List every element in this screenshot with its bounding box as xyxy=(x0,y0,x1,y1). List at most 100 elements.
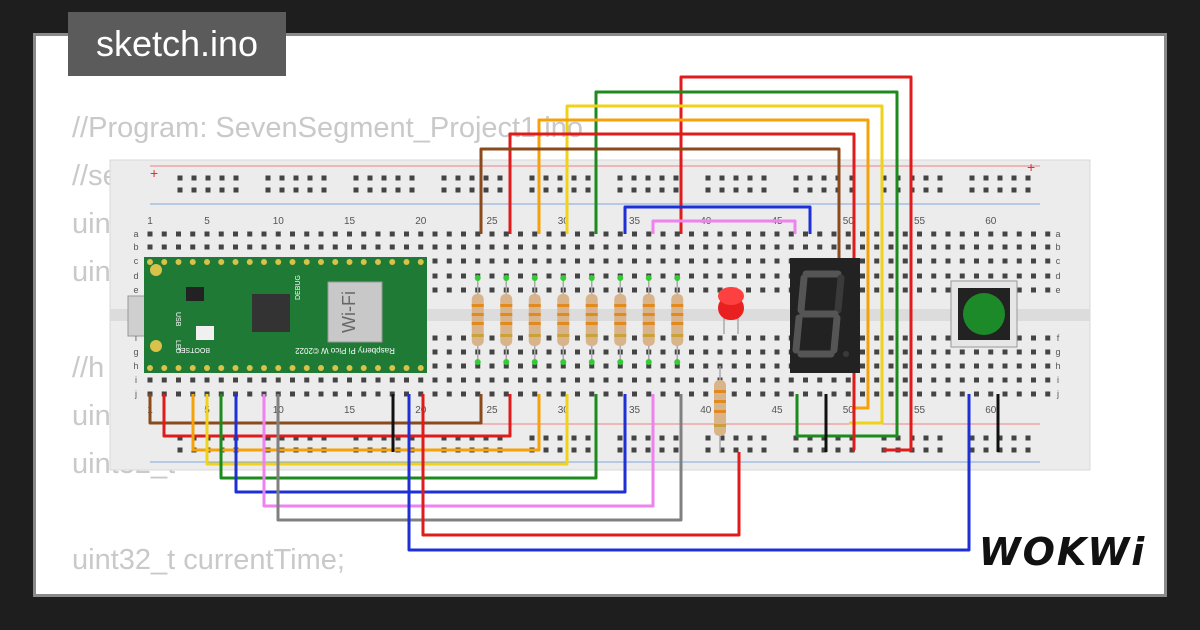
breadboard-hole xyxy=(931,391,937,397)
breadboard-hole xyxy=(988,244,994,250)
resistor-band xyxy=(714,410,726,413)
row-letter: f xyxy=(135,333,138,343)
breadboard-hole xyxy=(931,258,937,264)
breadboard-hole xyxy=(575,273,580,279)
breadboard-hole xyxy=(575,335,580,341)
breadboard-hole xyxy=(261,231,267,237)
breadboard-hole xyxy=(902,231,908,237)
breadboard-hole xyxy=(432,231,438,237)
seven-segment-display[interactable] xyxy=(790,258,860,373)
breadboard-hole xyxy=(988,349,994,355)
breadboard-hole xyxy=(432,244,438,250)
wire xyxy=(421,394,741,537)
breadboard-hole xyxy=(660,244,666,250)
rail-hole xyxy=(265,187,271,193)
breadboard-hole xyxy=(432,349,438,355)
rail-hole xyxy=(997,435,1003,441)
breadboard-hole xyxy=(646,258,652,264)
breadboard-hole xyxy=(945,244,951,250)
rail-hole xyxy=(543,187,549,193)
components xyxy=(471,275,744,452)
breadboard-hole xyxy=(418,391,424,397)
breadboard-hole xyxy=(860,231,865,237)
column-number: 50 xyxy=(843,405,855,416)
breadboard-hole xyxy=(432,258,438,264)
breadboard-hole xyxy=(432,287,438,293)
resistor-band xyxy=(614,322,627,325)
breadboard-hole xyxy=(1031,258,1036,264)
pico-pin xyxy=(289,365,296,371)
breadboard-hole xyxy=(703,287,709,293)
breadboard-hole xyxy=(589,231,595,237)
breadboard-hole xyxy=(888,231,894,237)
file-tab[interactable]: sketch.ino xyxy=(68,12,286,76)
breadboard-hole xyxy=(731,335,737,341)
breadboard-hole xyxy=(304,244,310,250)
resistor-band xyxy=(671,334,684,337)
breadboard-hole xyxy=(1045,258,1051,264)
pico-pin xyxy=(147,259,153,265)
breadboard-hole xyxy=(603,244,609,250)
breadboard-hole xyxy=(446,391,452,397)
column-number: 55 xyxy=(914,405,926,416)
pushbutton[interactable] xyxy=(950,280,1018,348)
pico-pin xyxy=(218,365,225,371)
breadboard-hole xyxy=(760,377,766,383)
breadboard-hole xyxy=(446,287,452,293)
breadboard-hole xyxy=(546,258,552,264)
rail-hole xyxy=(177,447,183,453)
breadboard-hole xyxy=(788,244,794,250)
breadboard-hole xyxy=(1002,258,1008,264)
breadboard-hole xyxy=(575,258,580,264)
breadboard-hole xyxy=(874,391,880,397)
rail-hole xyxy=(849,175,855,181)
rail-hole xyxy=(571,187,577,193)
breadboard-hole xyxy=(632,335,637,341)
rail-hole xyxy=(849,187,855,193)
breadboard-hole xyxy=(959,349,965,355)
breadboard-hole xyxy=(632,363,637,369)
breadboard-hole xyxy=(347,231,352,237)
pico-pin xyxy=(403,365,410,371)
pico-pin xyxy=(261,365,267,371)
breadboard-hole xyxy=(974,377,979,383)
breadboard-hole xyxy=(703,391,709,397)
wire xyxy=(623,205,812,234)
breadboard-hole xyxy=(446,349,452,355)
breadboard-hole xyxy=(518,287,523,293)
rail-hole xyxy=(441,187,447,193)
breadboard-hole xyxy=(860,377,865,383)
breadboard-hole xyxy=(731,363,737,369)
breadboard-hole xyxy=(731,377,737,383)
pico-board-text: Raspberry Pi Pico W ©2022 xyxy=(295,346,395,355)
breadboard-hole xyxy=(760,244,766,250)
breadboard-hole xyxy=(945,335,951,341)
resistor-band xyxy=(528,304,541,307)
rail-hole xyxy=(571,447,577,453)
rail-hole xyxy=(571,435,577,441)
resistor-band xyxy=(671,313,684,316)
resistor-band xyxy=(528,313,541,316)
resistor-band xyxy=(642,313,655,316)
breadboard-hole xyxy=(1016,335,1022,341)
breadboard-hole xyxy=(261,377,267,383)
breadboard-hole xyxy=(988,391,994,397)
rail-hole xyxy=(719,435,725,441)
breadboard-hole xyxy=(917,363,922,369)
breadboard-hole xyxy=(1002,244,1008,250)
breadboard-hole xyxy=(546,363,552,369)
rail-hole xyxy=(585,435,591,441)
breadboard-hole xyxy=(731,349,737,355)
breadboard-hole xyxy=(632,244,637,250)
resistor-band xyxy=(500,304,513,307)
resistor-band xyxy=(528,322,541,325)
rail-hole xyxy=(835,435,841,441)
breadboard-hole xyxy=(247,391,253,397)
wifi-chip-label: Wi-Fi xyxy=(339,291,359,333)
breadboard-hole xyxy=(361,231,367,237)
row-letter: c xyxy=(1056,256,1061,266)
breadboard-hole xyxy=(475,391,481,397)
raspberry-pi-pico-w[interactable]: Wi-Fi Raspberry Pi Pico W ©2022 DEBUG BO… xyxy=(127,257,427,373)
rail-hole xyxy=(997,175,1003,181)
rail-hole xyxy=(761,187,767,193)
